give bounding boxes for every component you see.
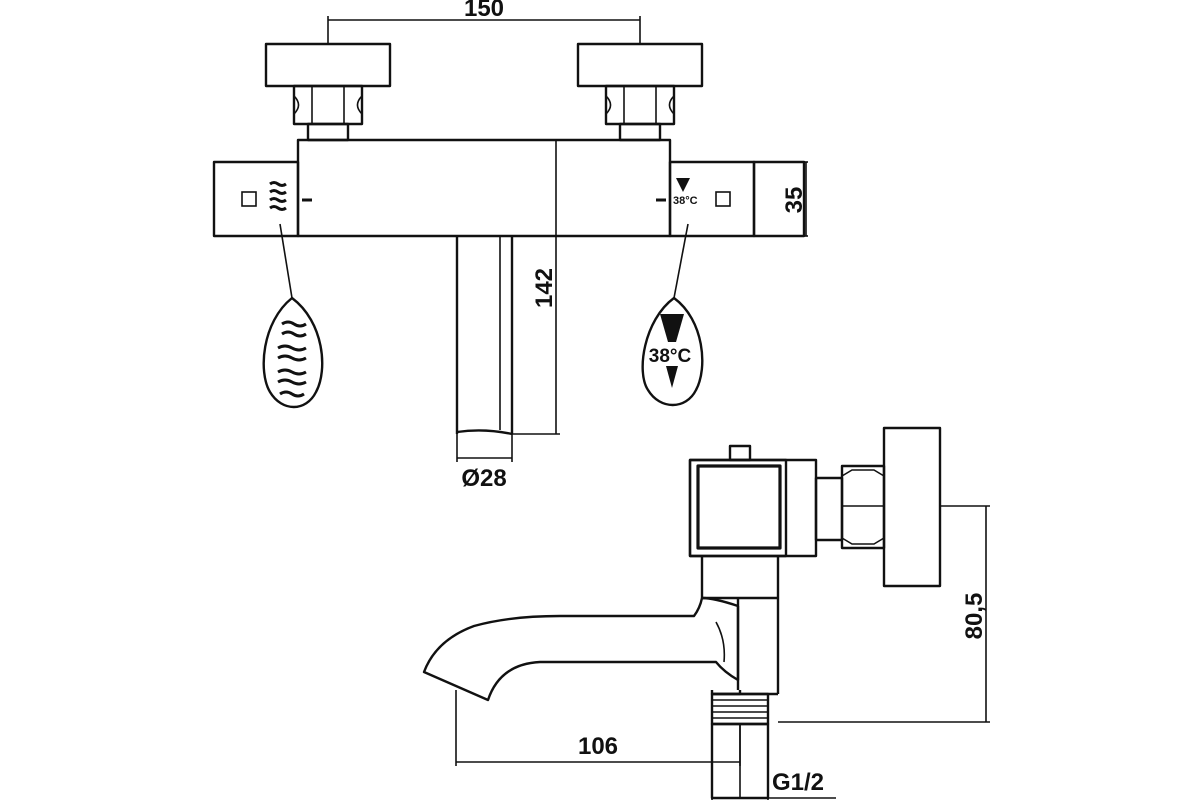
mixer-body bbox=[296, 138, 672, 238]
side-hex-nut bbox=[814, 464, 886, 550]
left-stem bbox=[306, 122, 350, 142]
label-temperature: 38°C bbox=[649, 346, 692, 367]
right-stem bbox=[618, 122, 662, 142]
left-handle-cap bbox=[264, 42, 392, 88]
dimension-outlet-length: 142 bbox=[512, 139, 670, 435]
right-handle-cap bbox=[576, 42, 704, 88]
left-indicator-square bbox=[241, 191, 257, 207]
label-thread-size: G1/2 bbox=[772, 769, 824, 796]
label-handle-spacing: 150 bbox=[464, 0, 504, 22]
right-indicator-square bbox=[715, 191, 731, 207]
dimension-centre-height: 80,5 bbox=[778, 505, 990, 723]
head-block bbox=[688, 458, 818, 558]
dimension-thread-size: G1/2 bbox=[711, 769, 836, 800]
label-centre-height: 80,5 bbox=[961, 593, 988, 640]
left-control-section bbox=[212, 160, 300, 238]
label-body-height: 35 bbox=[781, 187, 808, 214]
label-outlet-diameter: Ø28 bbox=[461, 465, 506, 492]
right-leader-line bbox=[673, 223, 689, 299]
water-waves-icon bbox=[269, 181, 287, 211]
dimension-body-height: 35 bbox=[781, 161, 808, 237]
dimension-spout-reach: 106 bbox=[455, 690, 741, 766]
outlet-pipe bbox=[455, 236, 514, 436]
left-leader-line bbox=[279, 223, 293, 299]
side-handle bbox=[882, 426, 942, 588]
top-pin bbox=[728, 444, 752, 462]
left-hex-nut bbox=[292, 84, 364, 126]
water-waves-handle-icon bbox=[277, 320, 307, 398]
spout-inner bbox=[715, 621, 726, 663]
spout bbox=[422, 596, 740, 702]
label-spout-reach: 106 bbox=[578, 733, 618, 760]
temperature-handle-icon bbox=[660, 314, 684, 388]
right-hex-nut bbox=[604, 84, 676, 126]
dimension-handle-spacing: 150 bbox=[327, 0, 641, 44]
side-view: 80,5 106 G1/2 bbox=[422, 426, 990, 800]
right-end-block bbox=[752, 160, 806, 238]
temperature-wedge-icon bbox=[676, 178, 690, 192]
temperature-detail-bubble: 38°C bbox=[641, 296, 704, 407]
label-outlet-length: 142 bbox=[531, 268, 558, 308]
waves-detail-bubble bbox=[262, 296, 324, 409]
label-temperature-small: 38°C bbox=[673, 195, 698, 207]
front-view: 150 38°C 35 bbox=[212, 0, 808, 492]
body-column bbox=[700, 556, 780, 696]
dimension-outlet-diameter: Ø28 bbox=[456, 434, 513, 492]
